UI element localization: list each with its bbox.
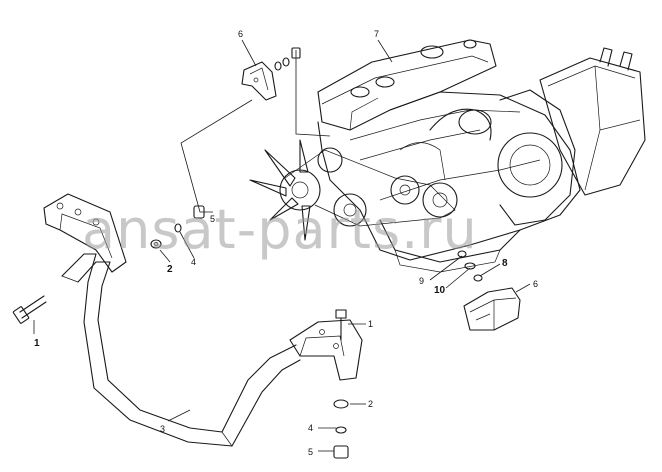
- callout-9-right: 9: [419, 276, 424, 286]
- crossmember-tube: [61, 253, 301, 447]
- callout-6-right: 6: [533, 279, 538, 289]
- left-bolt: [12, 295, 47, 324]
- callout-10-right: 10: [434, 285, 446, 296]
- bottom-washer: [333, 399, 349, 409]
- upper-fasteners: [274, 47, 301, 71]
- callout-3-bottom: 3: [160, 424, 165, 434]
- callout-6-top: 6: [238, 29, 243, 39]
- left-washer: [150, 239, 162, 249]
- engine-fan: [249, 139, 311, 241]
- upper-engine-bracket: [241, 61, 277, 101]
- left-lockwasher: [174, 223, 182, 233]
- callout-4-left: 4: [191, 257, 196, 267]
- callout-8-right: 8: [502, 258, 508, 269]
- left-engine-bracket: [43, 193, 127, 273]
- callout-1-right: 1: [368, 319, 373, 329]
- callout-5-left: 5: [210, 214, 215, 224]
- leader-lines: [33, 39, 531, 452]
- callout-7-top: 7: [374, 29, 379, 39]
- bottom-lockwasher: [335, 426, 347, 434]
- watermark-text: ansat-parts.ru: [82, 198, 478, 261]
- callout-4-right: 4: [308, 423, 313, 433]
- callout-2-left: 2: [167, 264, 173, 275]
- mount-fasteners: [457, 250, 483, 282]
- callout-2-right: 2: [368, 399, 373, 409]
- lower-mount-bracket: [289, 319, 363, 381]
- callout-1-left: 1: [34, 338, 40, 349]
- rubber-engine-mount: [463, 287, 521, 331]
- top-bolt: [335, 309, 347, 341]
- callout-5-right: 5: [308, 447, 313, 457]
- bottom-nut: [333, 445, 349, 459]
